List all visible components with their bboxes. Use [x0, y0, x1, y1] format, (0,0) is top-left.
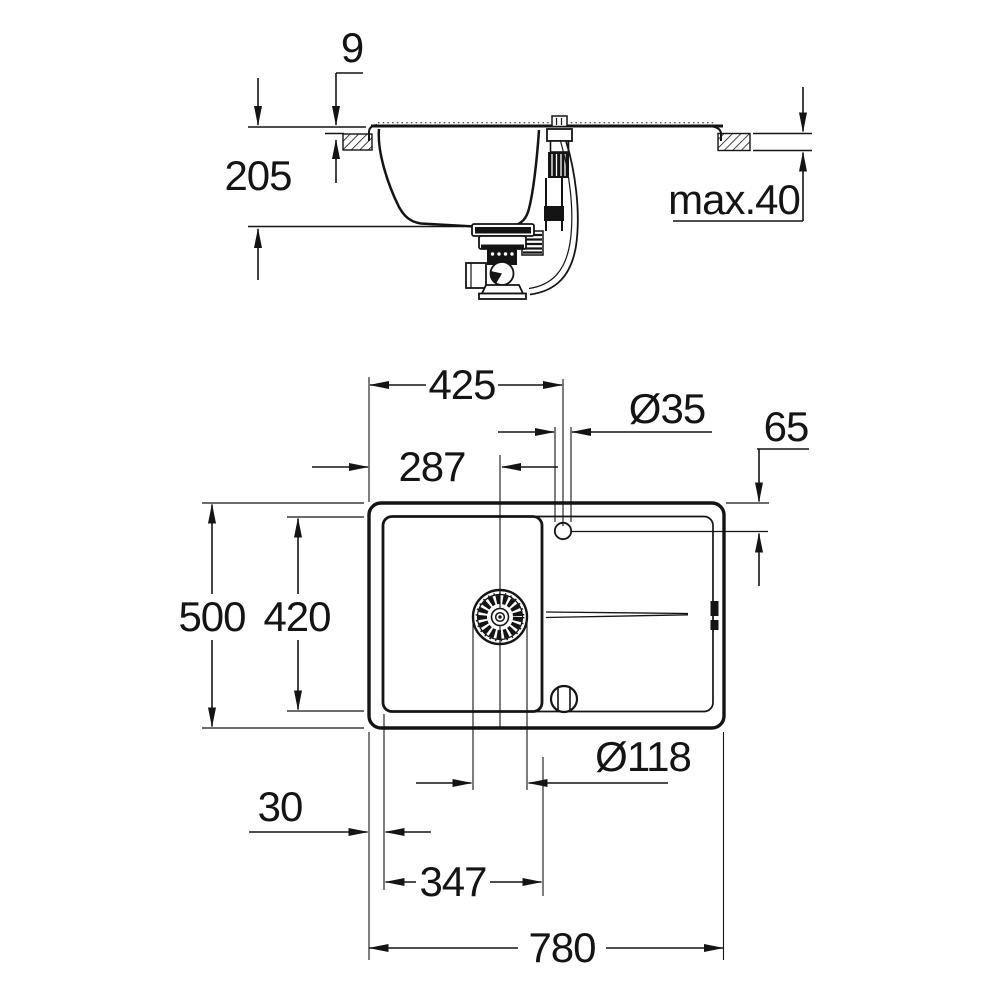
dim-287-label: 287: [398, 443, 465, 490]
dim-bowl-inner-width: 347: [384, 858, 543, 905]
nut-dot: [497, 252, 501, 256]
strainer-center-dot: [498, 615, 502, 619]
dim-faucet-from-left: 425: [369, 361, 563, 408]
faucet-mount-stud: [551, 115, 568, 128]
plan-view: 425 Ø35 65 287 500: [178, 361, 809, 971]
dim-780-label: 780: [528, 924, 595, 971]
dim-o118-label: Ø118: [595, 733, 691, 780]
drain-assembly: [465, 223, 544, 300]
dim-o35-label: Ø35: [629, 385, 705, 432]
drain-strainer: [471, 588, 529, 646]
pipe-coupling-upper: [548, 152, 569, 178]
strainer-slotted-ring: [478, 595, 522, 639]
strainer-body-band: [481, 244, 524, 249]
deck-inset-outline: [382, 515, 714, 713]
trap-foot-base: [478, 292, 527, 300]
dim-420-label: 420: [263, 593, 330, 640]
sink-outer-outline: [367, 501, 726, 730]
stud-ridges: [555, 118, 563, 125]
overflow-slot-upper: [710, 601, 719, 616]
nut-dot: [510, 252, 514, 256]
dim-faucet-from-top-edge: 65: [726, 403, 809, 586]
dim-drain-from-left: 287: [312, 443, 558, 490]
dim-30-label: 30: [258, 783, 303, 830]
knob-chords: [557, 687, 571, 711]
drainboard-groove: [545, 611, 689, 619]
coupling-ribs: [551, 154, 566, 176]
bowl-profile-left: [377, 128, 475, 228]
dim-overall-depth: 500: [178, 502, 364, 729]
dim-bowl-inner-depth: 420: [263, 516, 364, 712]
dim-347-label: 347: [419, 858, 486, 905]
counter-hatch-left: [342, 133, 373, 151]
side-port-cap: [465, 262, 487, 289]
nut-dot: [503, 252, 508, 256]
pipe-coupling-lower: [544, 206, 564, 221]
dim-faucet-hole-diameter: Ø35: [498, 385, 712, 436]
dim-bowl-depth: 205: [224, 78, 464, 280]
overflow-slot-lower: [710, 620, 719, 630]
overflow-standpipe: [528, 128, 579, 296]
strainer-tick-ring: [475, 592, 525, 642]
dim-205-label: 205: [224, 152, 291, 199]
rim-lip-right: [708, 125, 722, 141]
strainer-outer-ring: [471, 588, 529, 646]
dim-500-label: 500: [178, 593, 245, 640]
trap-foot: [480, 284, 525, 295]
dim-drain-diameter: Ø118: [416, 733, 692, 787]
popup-control-knob: [549, 684, 579, 714]
section-view: 9 205 max.40: [224, 24, 812, 300]
dim-rim-above-counter: 9: [332, 24, 364, 183]
mounting-nut: [546, 128, 573, 142]
dim-edge-to-bowl: 30: [249, 783, 431, 836]
overflow-hose-outer: [529, 140, 579, 296]
dim-65-label: 65: [764, 403, 809, 450]
faucet-diameter-lines: [554, 427, 572, 522]
bowl-outline: [381, 515, 544, 713]
trap-ball-shade: [490, 271, 502, 284]
dim-9-label: 9: [341, 24, 363, 71]
strainer-flange-band: [475, 227, 531, 234]
nut-dot: [490, 252, 495, 256]
counter-hatch-right: [717, 132, 751, 152]
dim-counter-thickness: max.40: [668, 87, 807, 223]
dim-max40-label: max.40: [668, 176, 800, 223]
overflow-hose-inner: [528, 140, 573, 290]
knob-circle: [549, 684, 579, 714]
dim-425-label: 425: [428, 361, 495, 408]
locking-nut: [487, 249, 517, 265]
stud-body: [551, 115, 568, 128]
dim-overall-width: 780: [368, 924, 724, 971]
rim-lip-left: [368, 124, 378, 141]
drain-diameter-lines: [472, 622, 528, 790]
bowl-profile-right: [497, 129, 541, 229]
pipe-walls: [545, 178, 563, 231]
